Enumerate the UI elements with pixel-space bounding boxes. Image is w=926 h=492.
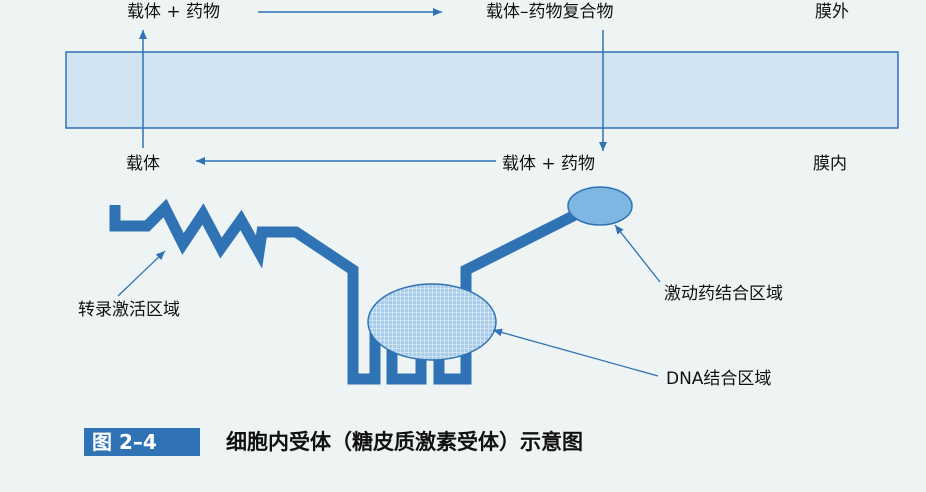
dna-binding-site — [367, 283, 497, 361]
label-extracellular: 膜外 — [815, 2, 849, 22]
label-agonist-binding-domain: 激动药结合区域 — [664, 284, 783, 304]
figure-number-badge: 图 2–4 — [84, 428, 200, 456]
figure-caption: 细胞内受体（糖皮质激素受体）示意图 — [226, 430, 583, 454]
label-carrier-plus-drug-outside: 载体 + 药物 — [127, 2, 221, 22]
callout-dna — [492, 328, 659, 377]
label-carrier-drug-complex: 载体–药物复合物 — [486, 2, 614, 22]
label-intracellular: 膜内 — [813, 154, 847, 174]
callout-transcription — [117, 250, 166, 297]
cell-membrane — [65, 51, 899, 129]
callout-agonist — [614, 224, 661, 283]
label-transcription-activation-domain: 转录激活区域 — [78, 300, 180, 320]
label-carrier-inside: 载体 — [126, 154, 160, 174]
agonist-binding-site — [567, 186, 633, 226]
label-dna-binding-domain: DNA结合区域 — [666, 369, 772, 389]
receptor-chain — [109, 198, 588, 385]
label-carrier-plus-drug-inside: 载体 + 药物 — [502, 154, 596, 174]
